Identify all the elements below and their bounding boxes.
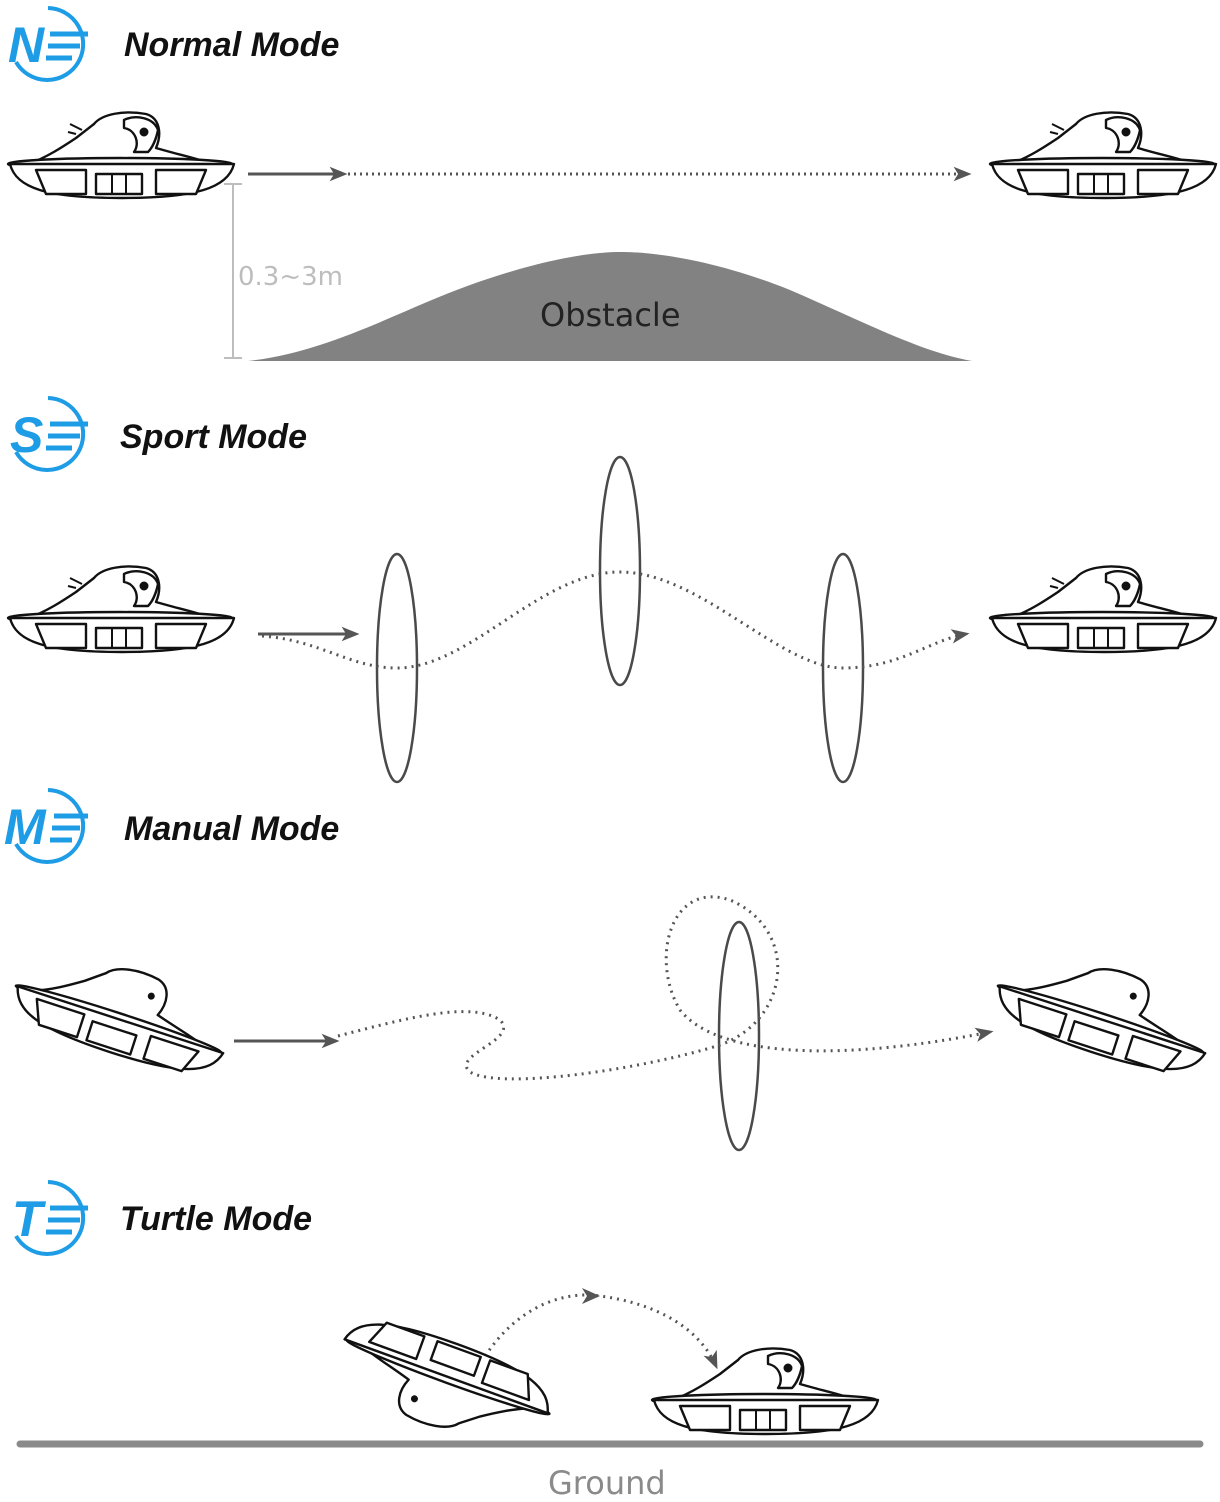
height-marker bbox=[224, 183, 242, 359]
normal-mode-title: Normal Mode bbox=[124, 26, 340, 64]
height-range-label: 0.3~3m bbox=[238, 262, 344, 292]
drone-icon bbox=[988, 111, 1218, 200]
drone-icon bbox=[988, 565, 1218, 654]
arrow-icon bbox=[582, 1288, 600, 1304]
drone-icon bbox=[14, 968, 225, 1073]
manual-mode-title: Manual Mode bbox=[124, 810, 340, 848]
ground-label: Ground bbox=[548, 1464, 666, 1502]
turtle-mode-title: Turtle Mode bbox=[120, 1200, 313, 1238]
ring-gate bbox=[375, 552, 419, 784]
sport-mode-title: Sport Mode bbox=[120, 418, 307, 456]
drone-icon bbox=[6, 565, 236, 654]
ring-gate bbox=[598, 455, 642, 687]
badge-letter: T bbox=[12, 1191, 47, 1247]
sport-mode-badge-icon: S bbox=[10, 396, 88, 472]
drone-icon bbox=[650, 1347, 880, 1436]
manual-mode-badge-icon: M bbox=[4, 788, 88, 864]
drone-icon bbox=[996, 968, 1207, 1073]
badge-letter: M bbox=[4, 799, 47, 855]
obstacle-label: Obstacle bbox=[540, 296, 681, 334]
manual-dotted-path bbox=[337, 895, 994, 1081]
drone-icon bbox=[6, 111, 236, 200]
ring-gate bbox=[717, 920, 761, 1152]
normal-mode-badge-icon: N bbox=[8, 6, 88, 82]
obstacle-shape bbox=[248, 252, 972, 361]
turtle-mode-badge-icon: T bbox=[12, 1180, 88, 1256]
drone-flipped-icon bbox=[343, 1321, 551, 1428]
badge-letter: N bbox=[8, 17, 45, 73]
sport-dotted-path bbox=[261, 570, 970, 670]
badge-letter: S bbox=[10, 407, 43, 463]
